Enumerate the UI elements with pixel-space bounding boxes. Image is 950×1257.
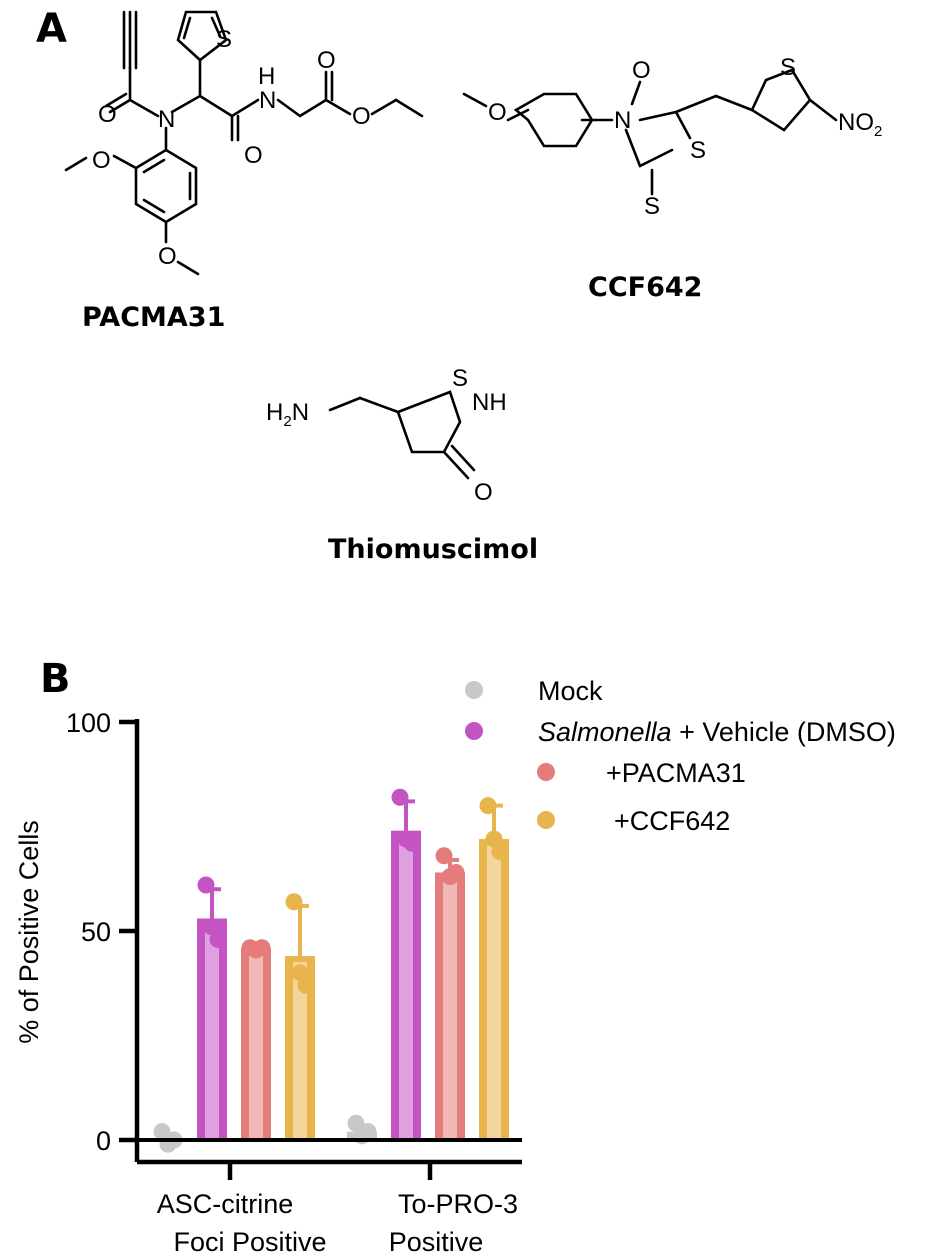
atom-o: O: [632, 57, 651, 84]
data-point: [359, 1123, 377, 1141]
data-point: [491, 843, 509, 861]
data-point: [197, 876, 215, 894]
legend-marker: [537, 811, 555, 829]
data-point: [479, 797, 497, 815]
ccf642-label: CCF642: [588, 272, 702, 303]
atom-s: S: [780, 54, 796, 81]
atom-s: S: [452, 365, 468, 392]
atom-s: S: [216, 26, 232, 53]
y-axis-title: % of Positive Cells: [14, 820, 44, 1044]
amine-group: H2N: [266, 399, 309, 430]
bar-highlight: [249, 953, 263, 1140]
atom-n: N: [614, 107, 631, 134]
bar-highlight: [399, 836, 413, 1140]
atom-o: O: [244, 142, 263, 169]
pacma31-label: PACMA31: [82, 302, 225, 333]
bar-chart: % of Positive Cells 0 50 100 ASC-citrineFo…: [14, 708, 522, 1257]
atom-s: S: [644, 193, 660, 220]
bar: [479, 839, 509, 1140]
data-point: [285, 893, 303, 911]
atom-o: O: [317, 47, 336, 74]
y-tick-label: 100: [66, 708, 111, 738]
atom-o: O: [352, 103, 371, 130]
x-tick-label: Positive: [389, 1227, 484, 1257]
atom-s: S: [690, 137, 706, 164]
x-tick-label: Foci Positive: [173, 1227, 326, 1257]
ccf642-structure: [462, 68, 838, 196]
bar: [241, 947, 271, 1140]
atom-n: N: [259, 87, 276, 114]
atom-o: O: [158, 243, 177, 270]
atom-o: O: [488, 99, 507, 126]
data-point: [253, 939, 271, 957]
bar-highlight: [205, 924, 219, 1140]
bar-highlight: [487, 845, 501, 1140]
legend-label: Salmonella + Vehicle (DMSO): [538, 717, 896, 747]
y-tick-label: 0: [96, 1126, 111, 1156]
x-tick-label: To-PRO-3: [398, 1189, 518, 1219]
legend-label: Mock: [538, 676, 603, 706]
atom-n: N: [158, 106, 175, 133]
y-axis: 0 50 100: [66, 708, 140, 1162]
panel-a-label: A: [36, 6, 67, 52]
bar: [197, 918, 227, 1140]
data-point: [403, 834, 421, 852]
atom-nh: NH: [472, 389, 507, 416]
y-tick-label: 50: [81, 917, 111, 947]
ccf642-atoms: O N O S S S NO2: [488, 54, 882, 220]
nitro-group: NO2: [838, 109, 882, 140]
legend-marker: [465, 722, 483, 740]
bars: [153, 788, 509, 1153]
thiomuscimol-atoms: H2N S NH O: [266, 365, 507, 506]
thiomuscimol-label: Thiomuscimol: [328, 534, 538, 565]
data-point: [297, 976, 315, 994]
bar-highlight: [443, 878, 457, 1140]
data-point: [447, 863, 465, 881]
data-point: [209, 930, 227, 948]
atom-o: O: [98, 101, 117, 128]
bar-highlight: [293, 962, 307, 1140]
pacma31-atoms: O N O H N O O S O O: [92, 26, 371, 270]
bar: [435, 872, 465, 1140]
data-point: [391, 788, 409, 806]
thiomuscimol-structure: [328, 390, 476, 480]
atom-o: O: [474, 479, 493, 506]
bar: [391, 830, 421, 1140]
panel-b-label: B: [40, 656, 71, 702]
atom-h: H: [258, 63, 275, 90]
legend-label: +CCF642: [614, 806, 730, 836]
legend-marker: [537, 763, 555, 781]
x-tick-label: ASC-citrine: [157, 1189, 294, 1219]
data-point: [435, 847, 453, 865]
legend-label: +PACMA31: [606, 758, 746, 788]
pacma31-structure: [64, 10, 424, 276]
legend-marker: [465, 681, 483, 699]
atom-o: O: [92, 147, 111, 174]
